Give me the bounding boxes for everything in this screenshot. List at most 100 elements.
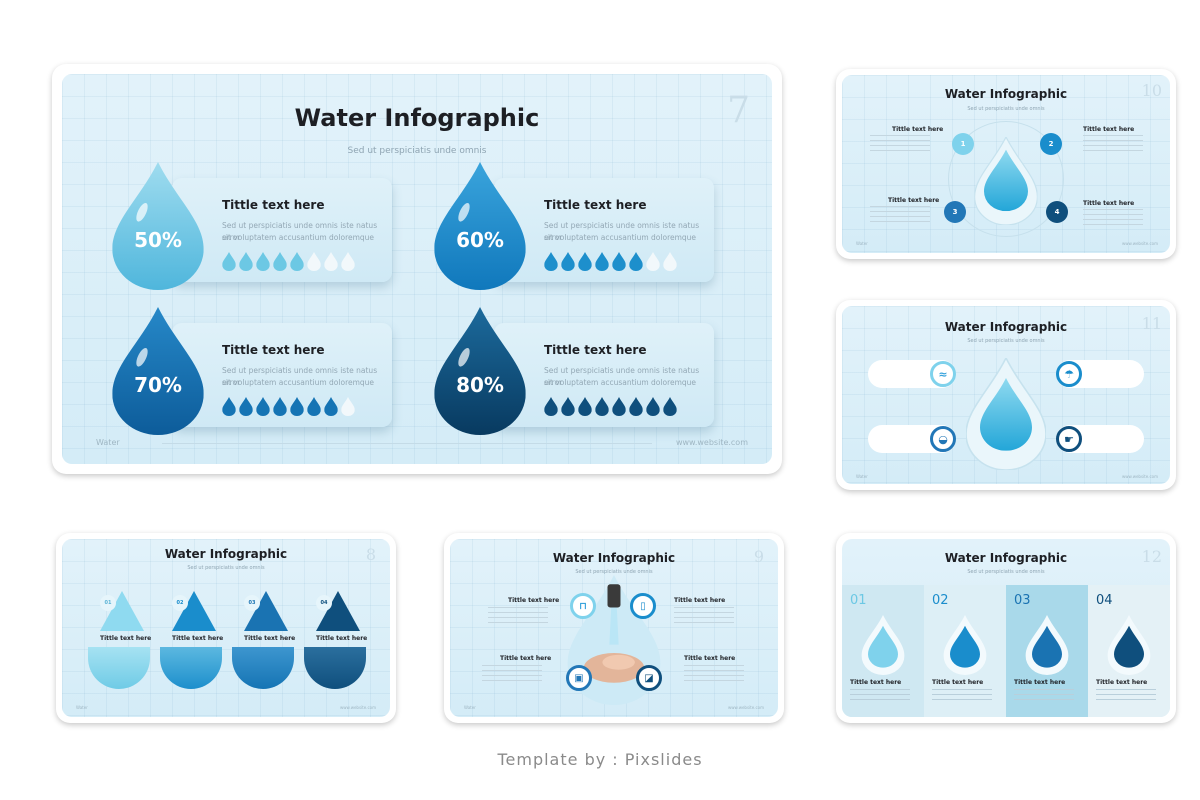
- label-2-desc: [674, 607, 734, 623]
- item-desc-4a: Sed ut perspiciatis unde omnis iste natu…: [544, 366, 700, 387]
- label-4: Tittle text here: [1083, 200, 1135, 207]
- drop-filled-icon: [239, 252, 253, 271]
- item-title-4: Tittle text here: [1096, 679, 1148, 686]
- item-desc-2b: sit voluptatem accusantium doloremque: [544, 233, 697, 242]
- drop-filled-icon: [307, 397, 321, 416]
- item-title-1: Tittle text here: [100, 635, 152, 642]
- label-4: Tittle text here: [684, 655, 736, 662]
- label-3: Tittle text here: [500, 655, 552, 662]
- slide-12-card[interactable]: Water Infographic Sed ut perspiciatis un…: [836, 533, 1176, 723]
- slide-10: Water Infographic Sed ut perspiciatis un…: [842, 75, 1170, 253]
- drop-filled-icon: [561, 252, 575, 271]
- bowl-icon: ◒: [930, 426, 956, 452]
- slide-title: Water Infographic: [552, 551, 676, 565]
- drop-badge-1-icon: [860, 615, 906, 675]
- slide-number: 8: [365, 545, 376, 564]
- slide-subtitle: Sed ut perspiciatis unde omnis: [967, 569, 1045, 575]
- footer-right: www.website.com: [1121, 474, 1158, 479]
- drop-filled-icon: [663, 397, 677, 416]
- slide-11: Water Infographic Sed ut perspiciatis un…: [842, 306, 1170, 484]
- step-circle-3: 3: [944, 201, 966, 223]
- item-title-1: Tittle text here: [222, 198, 325, 212]
- drop-rating-1: [222, 252, 355, 271]
- label-1: Tittle text here: [892, 126, 944, 133]
- step-number-3: 03: [1014, 593, 1031, 608]
- step-badge-4: 04: [316, 595, 332, 611]
- drop-filled-icon: [290, 397, 304, 416]
- drop-empty-icon: [307, 252, 321, 271]
- box-icon: ▣: [566, 665, 592, 691]
- slide-8: Water Infographic Sed ut perspiciatis un…: [62, 539, 390, 717]
- drop-filled-icon: [290, 252, 304, 271]
- drop-empty-icon: [341, 397, 355, 416]
- slide-number: 7: [727, 90, 750, 131]
- drop-filled-icon: [629, 397, 643, 416]
- item-title-3: Tittle text here: [222, 343, 325, 357]
- drop-filled-icon: [273, 397, 287, 416]
- template-credit: Template by : Pixslides: [497, 750, 703, 769]
- slide-title: Water Infographic: [164, 547, 288, 561]
- item-desc-1: [850, 689, 910, 703]
- drop-badge-4-icon: [1106, 615, 1152, 675]
- item-title-4: Tittle text here: [316, 635, 368, 642]
- item-desc-1a: Sed ut perspiciatis unde omnis iste natu…: [222, 221, 378, 242]
- drop-empty-icon: [663, 252, 677, 271]
- slide-number: 9: [753, 547, 764, 566]
- percent-label-1: 50%: [134, 228, 182, 252]
- hand-drop-icon: ☛: [1056, 426, 1082, 452]
- footer-left: Water: [856, 474, 868, 479]
- triangle-4-icon: [316, 591, 360, 631]
- footer-right: www.website.com: [1121, 241, 1158, 246]
- drop-filled-icon: [256, 397, 270, 416]
- item-desc-2a: Sed ut perspiciatis unde omnis iste natu…: [544, 221, 700, 242]
- footer-right: www.website.com: [727, 705, 764, 710]
- step-circle-4: 4: [1046, 201, 1068, 223]
- item-title-3: Tittle text here: [244, 635, 296, 642]
- water-drop-80-icon: [432, 307, 528, 435]
- drop-filled-icon: [578, 252, 592, 271]
- item-desc-3: [1014, 689, 1074, 703]
- slide-title: Water Infographic: [944, 87, 1068, 101]
- slide-9: Water Infographic Sed ut perspiciatis un…: [450, 539, 778, 717]
- slide-subtitle: Sed ut perspiciatis unde omnis: [187, 565, 265, 571]
- drop-filled-icon: [544, 397, 558, 416]
- step-number-2: 02: [932, 593, 949, 608]
- drop-filled-icon: [595, 252, 609, 271]
- drop-filled-icon: [273, 252, 287, 271]
- slide-7-card[interactable]: Water Infographic Sed ut perspiciatis un…: [52, 64, 782, 474]
- slide-7: Water Infographic Sed ut perspiciatis un…: [62, 74, 772, 464]
- slide-subtitle: Sed ut perspiciatis unde omnis: [967, 106, 1045, 112]
- label-1-desc: [488, 607, 548, 623]
- slide-9-card[interactable]: Water Infographic Sed ut perspiciatis un…: [444, 533, 784, 723]
- drop-rating-4: [544, 397, 677, 416]
- bucket-icon: ⊓: [570, 593, 596, 619]
- item-title-1: Tittle text here: [850, 679, 902, 686]
- drop-filled-icon: [595, 397, 609, 416]
- item-desc-4b: sit voluptatem accusantium doloremque: [544, 378, 697, 387]
- footer-left: Water: [856, 241, 868, 246]
- drop-filled-icon: [256, 252, 270, 271]
- triangle-2-icon: [172, 591, 216, 631]
- percent-label-2: 60%: [456, 228, 504, 252]
- footer-right: www.website.com: [339, 705, 376, 710]
- drop-badge-2-icon: [942, 615, 988, 675]
- slide-number: 10: [1141, 81, 1162, 100]
- slide-8-card[interactable]: Water Infographic Sed ut perspiciatis un…: [56, 533, 396, 723]
- step-badge-1: 01: [100, 595, 116, 611]
- triangle-3-icon: [244, 591, 288, 631]
- triangle-1-icon: [100, 591, 144, 631]
- label-2: Tittle text here: [1083, 126, 1135, 133]
- item-title-2: Tittle text here: [172, 635, 224, 642]
- slide-10-card[interactable]: Water Infographic Sed ut perspiciatis un…: [836, 69, 1176, 259]
- item-desc-1b: sit voluptatem accusantium doloremque: [222, 233, 375, 242]
- slide-11-card[interactable]: Water Infographic Sed ut perspiciatis un…: [836, 300, 1176, 490]
- percent-label-4: 80%: [456, 373, 504, 397]
- drop-empty-icon: [324, 252, 338, 271]
- slide-title: Water Infographic: [944, 551, 1068, 565]
- step-badge-2: 02: [172, 595, 188, 611]
- label-4-desc: [1083, 209, 1143, 225]
- item-desc-3a: Sed ut perspiciatis unde omnis iste natu…: [222, 366, 378, 387]
- water-drop-60-icon: [432, 162, 528, 290]
- water-drop-50-icon: [110, 162, 206, 290]
- step-number-1: 01: [850, 593, 867, 608]
